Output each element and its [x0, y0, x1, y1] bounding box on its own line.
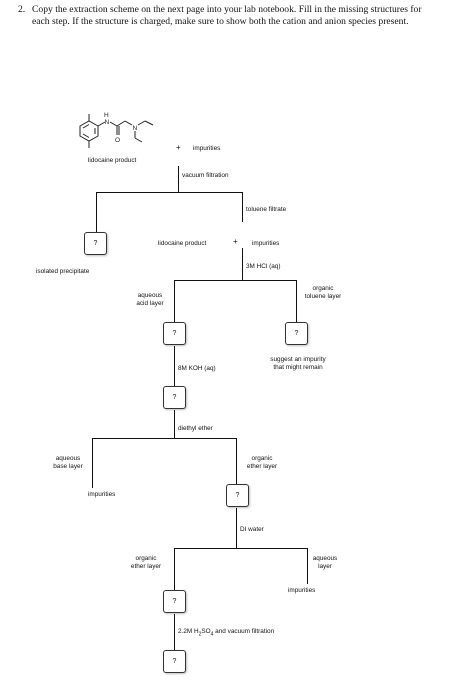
organic-ether-line2: ether layer — [246, 463, 278, 470]
aqueous-base-line1: aqueous — [55, 455, 81, 462]
right-drop-1 — [242, 192, 243, 222]
right-drop-4 — [307, 548, 308, 584]
split-line-4 — [174, 548, 308, 549]
instructions: 2. Copy the extraction scheme on the nex… — [18, 4, 438, 27]
koh-label: 8M KOH (aq) — [178, 365, 216, 372]
isolated-precipitate-label: isolated precipitate — [36, 268, 90, 275]
lidocaine-product-label-1: lidocaine product — [88, 157, 137, 164]
unknown-box-ether-layer[interactable]: ? — [226, 484, 249, 507]
suggest-impurity-line2: that might remain — [273, 364, 323, 371]
plus-sign-2: + — [233, 237, 238, 246]
stem-h2so4 — [174, 614, 175, 650]
atom-label-n-amine: N — [133, 125, 138, 132]
amide-n-bond — [97, 121, 106, 127]
split-line-2 — [174, 280, 297, 281]
plus-sign-1: + — [176, 143, 181, 152]
hcl-label: 3M HCl (aq) — [246, 263, 281, 270]
stem-koh — [174, 346, 175, 386]
left-drop-1 — [96, 192, 97, 232]
h2so4-label: 2.2M H2SO4 and vacuum filtration — [178, 628, 275, 638]
vacuum-filtration-label: vacuum filtration — [182, 172, 229, 179]
impurities-label-1: impurities — [193, 145, 221, 152]
organic-ether-line1: organic — [251, 455, 273, 462]
aqueous-base-line2: base layer — [53, 463, 83, 470]
split-line-3 — [92, 438, 237, 439]
atom-label-h: H — [104, 112, 109, 119]
diethyl-ether-label: diethyl ether — [178, 425, 213, 432]
impurities-label-3: impurities — [88, 491, 116, 498]
unknown-box-precipitate[interactable]: ? — [84, 232, 107, 255]
aqueous-layer-line2: layer — [318, 563, 332, 570]
unknown-box-final-salt[interactable]: ? — [163, 650, 186, 673]
aqueous-layer-line1: aqueous — [312, 555, 338, 562]
split-line-1 — [96, 192, 243, 193]
lidocaine-product-label-2: lidocaine product — [158, 240, 207, 247]
lidocaine-structure: H N O N — [79, 112, 154, 148]
stem-water — [236, 508, 237, 548]
unknown-box-basified[interactable]: ? — [163, 386, 186, 409]
right-drop-2 — [296, 280, 297, 322]
left-drop-3 — [92, 438, 93, 488]
instructions-text: Copy the extraction scheme on the next p… — [32, 4, 422, 27]
toluene-filtrate-label: toluene filtrate — [246, 206, 287, 213]
impurities-label-4: impurities — [288, 587, 316, 594]
atom-label-o: O — [115, 137, 120, 144]
question-number: 2. — [18, 4, 26, 15]
atom-label-n-amide: N — [105, 119, 110, 126]
left-drop-2 — [174, 280, 175, 322]
stem-ether — [174, 410, 175, 438]
right-drop-3 — [236, 438, 237, 484]
unknown-box-acid-layer[interactable]: ? — [163, 322, 186, 345]
organic-ether-line1-b: organic — [135, 555, 157, 562]
left-drop-4 — [174, 548, 175, 590]
unknown-box-toluene-layer[interactable]: ? — [285, 322, 308, 345]
organic-ether-line2-b: ether layer — [130, 563, 162, 570]
stem-hcl — [242, 248, 243, 280]
organic-toluene-line2: toluene layer — [304, 293, 342, 300]
suggest-impurity-line1: suggest an impurity — [270, 356, 326, 363]
stem-vacuum — [178, 166, 179, 192]
unknown-box-organic-washed[interactable]: ? — [163, 590, 186, 613]
aqueous-acid-layer-line1: aqueous — [137, 292, 163, 299]
aqueous-acid-layer-line2: acid layer — [136, 300, 164, 307]
di-water-label: DI water — [240, 526, 264, 533]
impurities-label-2: impurities — [252, 240, 280, 247]
organic-toluene-line1: organic — [312, 285, 334, 292]
